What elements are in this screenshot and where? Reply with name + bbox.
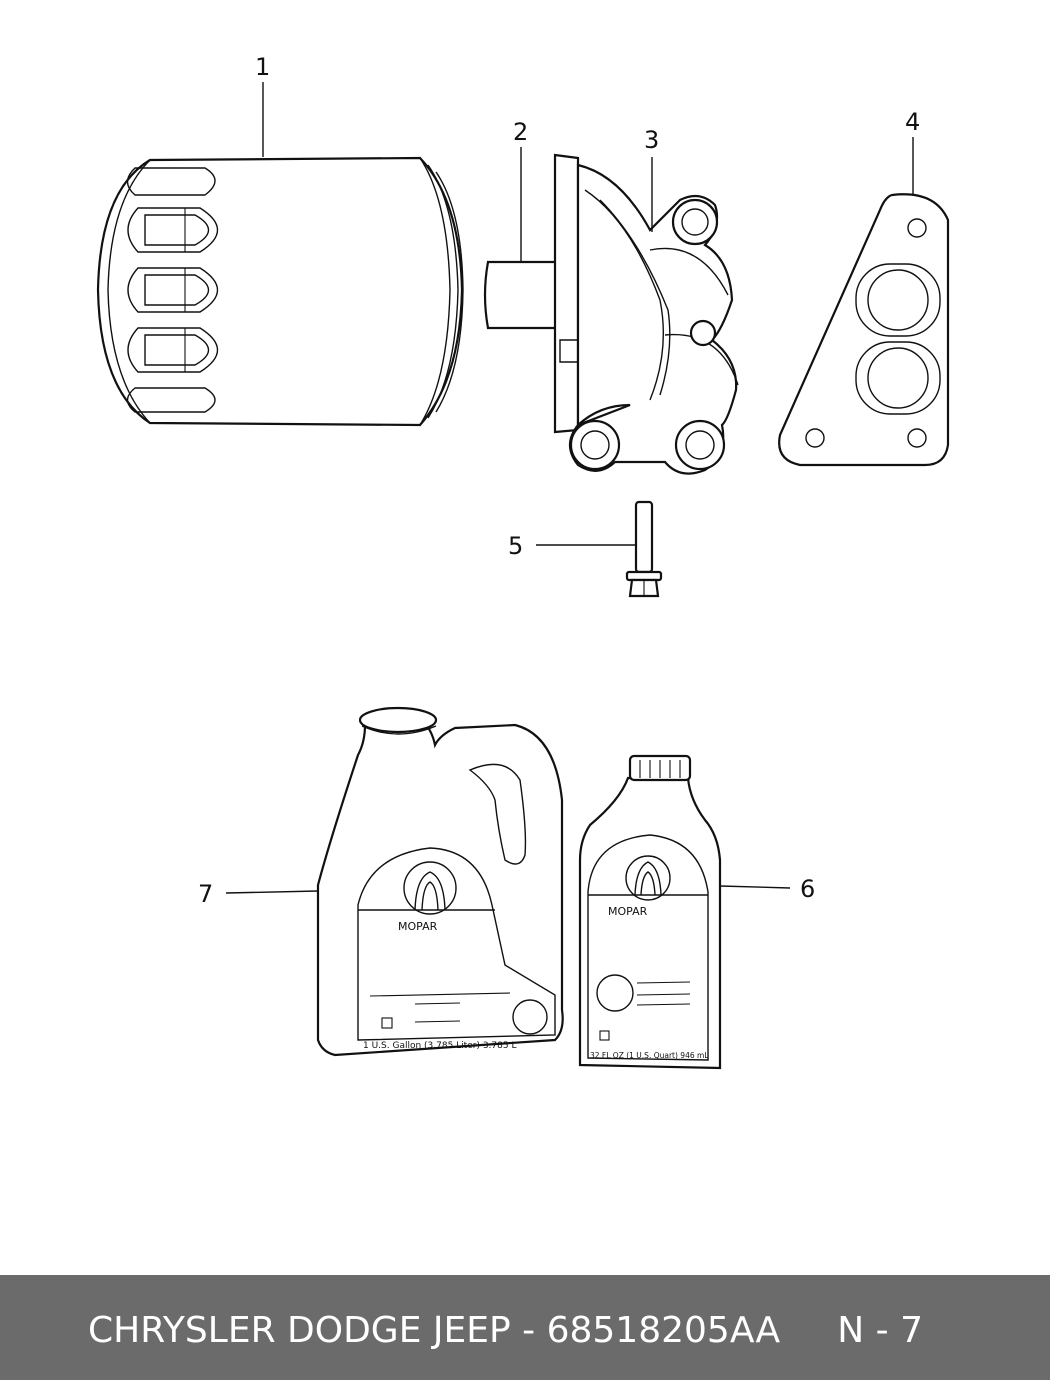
jug-brand-logo: MOPAR <box>398 920 438 933</box>
callout-3: 3 <box>644 126 659 154</box>
bottle-volume-label: 32 FL OZ (1 U.S. Quart) 946 mL <box>590 1051 709 1060</box>
gasket <box>778 193 950 467</box>
oil-jug-1-gallon: MOPAR 1 U.S. Gallon (3.785 Liter) 3.785 … <box>316 706 564 1057</box>
oil-bottle-1-quart: MOPAR 32 FL OZ (1 U.S. Quart) 946 mL <box>578 754 722 1070</box>
filter-adapter-housing <box>483 153 739 475</box>
callout-4: 4 <box>905 108 920 136</box>
callout-7: 7 <box>198 880 213 908</box>
parts-diagram: 1 2 3 4 <box>96 53 950 1070</box>
jug-volume-label: 1 U.S. Gallon (3.785 Liter) 3.785 L <box>363 1041 516 1051</box>
callout-1: 1 <box>255 53 270 81</box>
callout-2: 2 <box>513 118 528 146</box>
oil-filter <box>96 156 464 427</box>
bolt <box>625 500 663 598</box>
callout-6: 6 <box>800 875 815 903</box>
bottle-brand-logo: MOPAR <box>608 905 648 918</box>
footer-banner <box>0 1275 1050 1380</box>
callout-5: 5 <box>508 532 523 560</box>
footer-part-number: CHRYSLER DODGE JEEP - 68518205AA N - 7 <box>88 1310 923 1351</box>
